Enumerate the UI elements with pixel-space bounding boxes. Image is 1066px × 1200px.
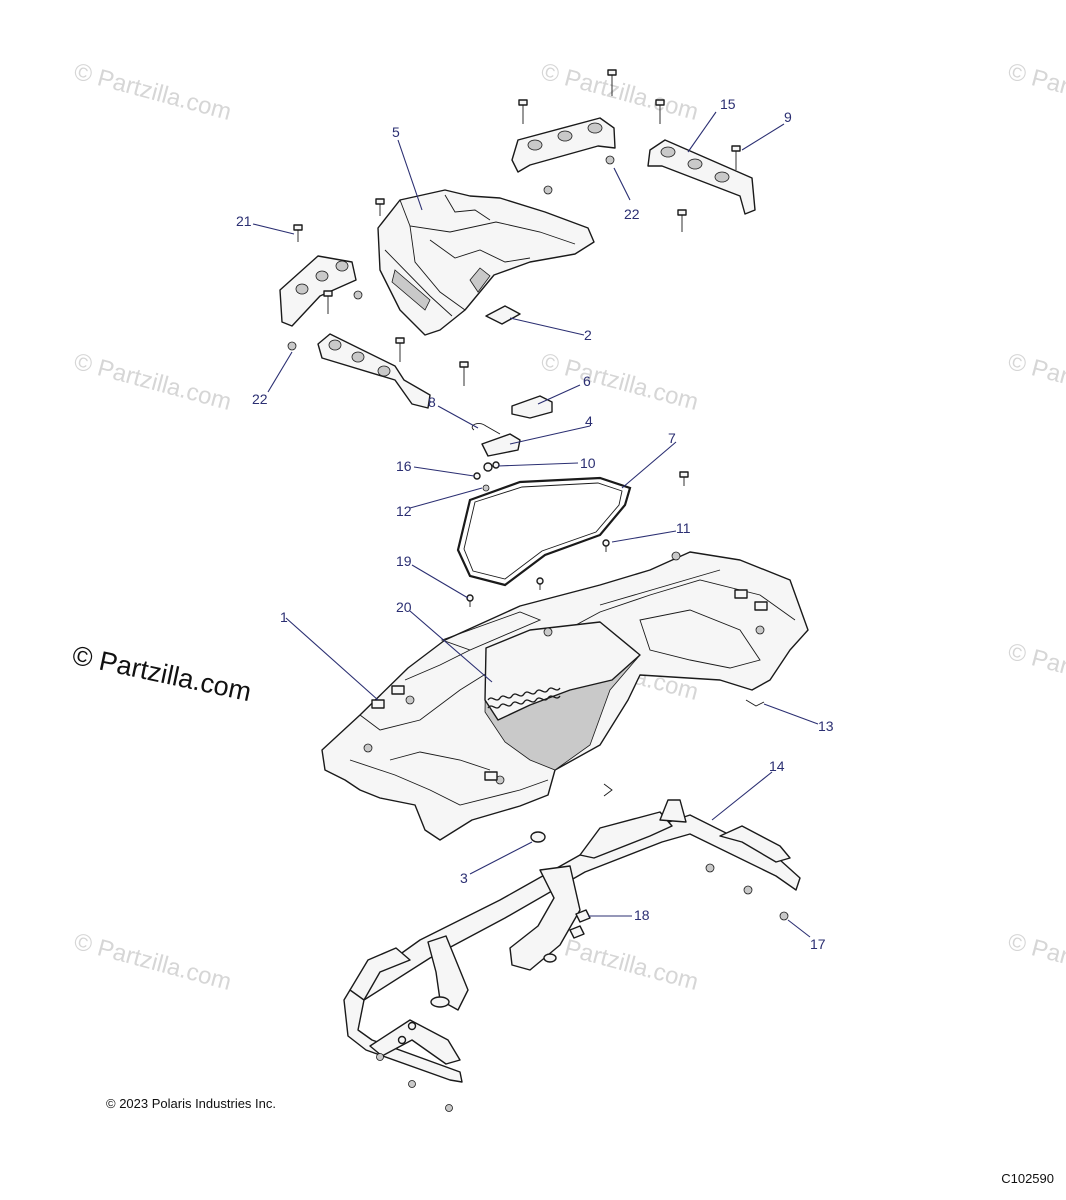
fastener-bolts-top[interactable]	[287, 69, 741, 386]
part-14-rack-frame[interactable]	[343, 799, 801, 1112]
callout-3: 3	[460, 870, 468, 886]
part-15-handle-bracket[interactable]	[279, 117, 756, 409]
callout-8: 8	[428, 394, 436, 410]
callout-16: 16	[396, 458, 412, 474]
callout-18: 18	[634, 907, 650, 923]
callout-12: 12	[396, 503, 412, 519]
callout-15: 15	[720, 96, 736, 112]
callout-1: 1	[280, 609, 288, 625]
callout-14: 14	[769, 758, 785, 774]
callout-5: 5	[392, 124, 400, 140]
callout-10: 10	[580, 455, 596, 471]
callout-19: 19	[396, 553, 412, 569]
callout-4: 4	[585, 413, 593, 429]
callout-2: 2	[584, 327, 592, 343]
callout-11: 11	[676, 520, 691, 536]
callout-21: 21	[236, 213, 252, 229]
copyright-text: © 2023 Polaris Industries Inc.	[106, 1096, 276, 1111]
part-18-flange-bolts[interactable]	[569, 909, 591, 939]
callout-13: 13	[818, 718, 834, 734]
part-7-seal-gasket[interactable]	[456, 471, 689, 587]
callout-22b: 22	[252, 391, 268, 407]
diagram-id: C102590	[1001, 1171, 1054, 1186]
callout-7: 7	[668, 430, 676, 446]
fastener-screws-mid[interactable]	[466, 539, 610, 607]
part-13-clip[interactable]	[745, 699, 765, 707]
callout-17: 17	[810, 936, 826, 952]
part-1-rear-rack-body[interactable]	[321, 551, 809, 841]
part-2-label[interactable]	[485, 305, 521, 325]
small-clip[interactable]	[603, 783, 613, 797]
callout-9: 9	[784, 109, 792, 125]
callout-6: 6	[583, 373, 591, 389]
part-20-spring[interactable]	[487, 687, 561, 709]
callout-22: 22	[624, 206, 640, 222]
callout-20: 20	[396, 599, 412, 615]
part-3-plug[interactable]	[530, 831, 546, 843]
latch-assembly[interactable]	[471, 395, 553, 492]
callout-labels: 5 15 9 22 21 2 22 6 8 4 7 10 16 12 11 19…	[236, 96, 834, 952]
part-5-rack-top-cover[interactable]	[377, 189, 595, 336]
leader-lines	[252, 111, 819, 938]
